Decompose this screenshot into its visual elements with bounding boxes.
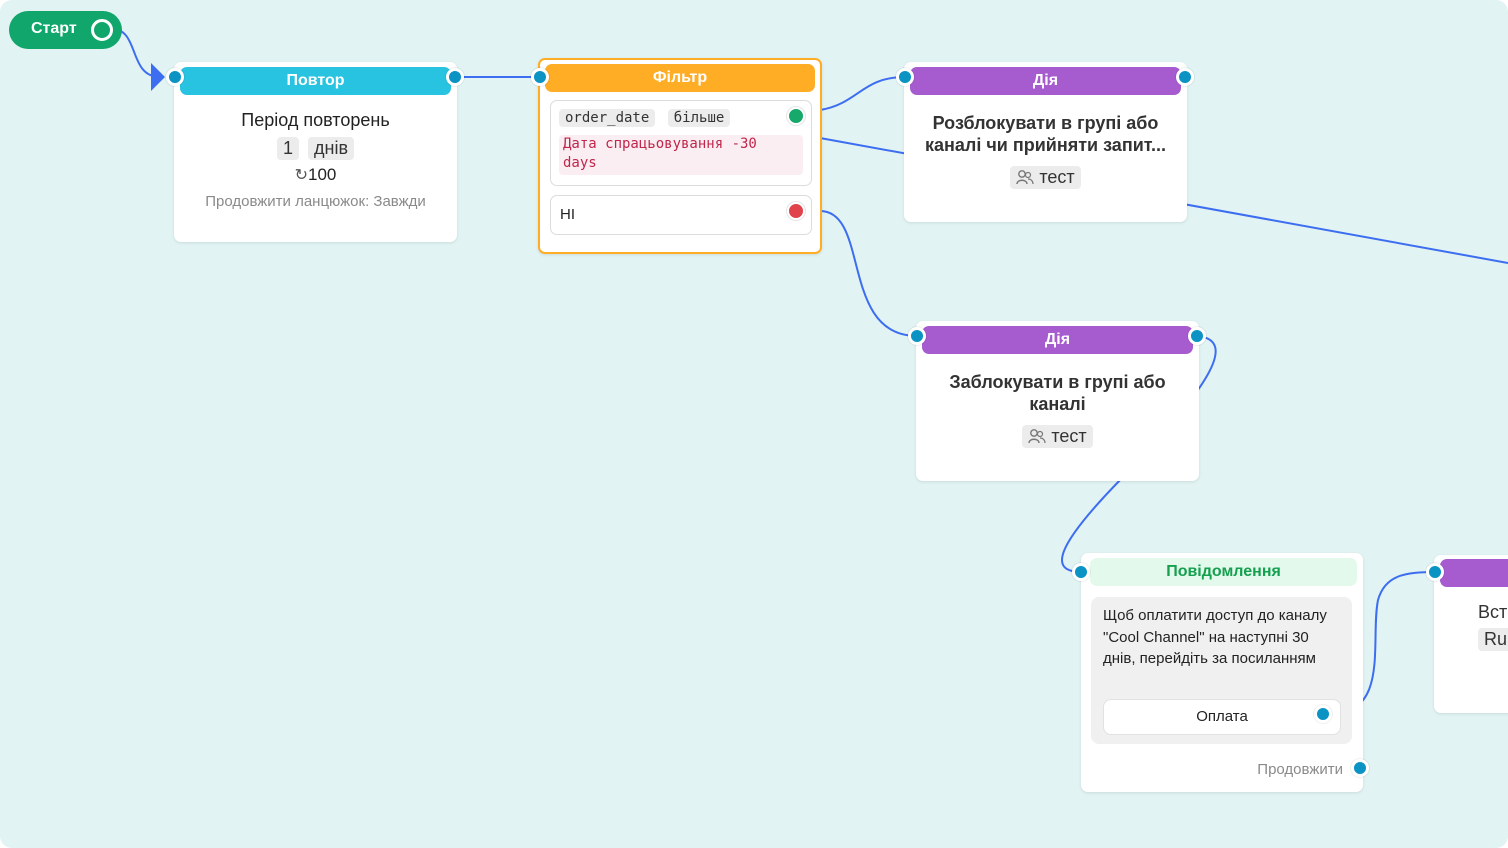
users-icon bbox=[1016, 167, 1034, 187]
partial-node-input-port[interactable] bbox=[1426, 563, 1444, 581]
filter-condition-row: order_date більше bbox=[559, 109, 731, 127]
edge-filter-action1 bbox=[819, 76, 906, 111]
message-header[interactable]: Повідомлення bbox=[1090, 558, 1357, 586]
start-port[interactable] bbox=[91, 19, 113, 41]
repeat-period-label: Період повторень bbox=[241, 110, 390, 130]
filter-condition-box[interactable]: order_date більше Дата спрацьовування -3… bbox=[550, 100, 812, 186]
users-icon bbox=[1028, 426, 1046, 446]
action1-title-line1: Розблокувати в групі або bbox=[932, 113, 1159, 133]
filter-operator: більше bbox=[667, 109, 731, 127]
message-input-port[interactable] bbox=[1072, 563, 1090, 581]
filter-node-header[interactable]: Фільтр bbox=[545, 64, 815, 92]
repeat-input-port[interactable] bbox=[166, 68, 184, 86]
action1-target-row: тест bbox=[904, 166, 1187, 189]
filter-input-port[interactable] bbox=[531, 68, 549, 86]
message-node[interactable]: Повідомлення Щоб оплатити доступ до кана… bbox=[1081, 553, 1363, 792]
filter-field: order_date bbox=[559, 109, 656, 127]
action2-title: Заблокувати в групі або каналі bbox=[916, 371, 1199, 415]
action2-target-row: тест bbox=[916, 425, 1199, 448]
action1-output-port[interactable] bbox=[1176, 68, 1194, 86]
action1-header-label: Дія bbox=[1032, 72, 1059, 89]
message-text: Щоб оплатити доступ до каналу "Cool Chan… bbox=[1103, 607, 1327, 667]
action-node-unblock[interactable]: Дія Розблокувати в групі або каналі чи п… bbox=[904, 62, 1187, 222]
message-payment-button[interactable]: Оплата bbox=[1103, 699, 1341, 735]
action1-header[interactable]: Дія bbox=[910, 67, 1181, 95]
filter-value-line1: Дата спрацьовування -30 bbox=[563, 136, 757, 152]
repeat-header-label: Повтор bbox=[286, 72, 345, 89]
filter-no-dot[interactable] bbox=[787, 202, 805, 220]
filter-else-label: НІ bbox=[560, 206, 575, 223]
repeat-continue-text: Продовжити ланцюжок: Завжди bbox=[205, 193, 426, 210]
repeat-interval-value: 1 bbox=[276, 137, 299, 160]
start-node[interactable]: Старт bbox=[9, 11, 122, 49]
repeat-output-port[interactable] bbox=[446, 68, 464, 86]
repeat-interval-unit: днів bbox=[308, 137, 355, 160]
message-continue-label: Продовжити bbox=[1257, 761, 1343, 778]
repeat-interval: 1 днів bbox=[174, 137, 457, 160]
action1-target: тест bbox=[1010, 166, 1081, 189]
filter-value-line2: days bbox=[563, 155, 597, 171]
action2-header-label: Дія bbox=[1044, 331, 1071, 348]
partial-action-node[interactable]: Вст Ru bbox=[1434, 555, 1508, 713]
action1-title: Розблокувати в групі або каналі чи прийн… bbox=[904, 112, 1187, 156]
filter-header-label: Фільтр bbox=[652, 69, 708, 86]
start-label: Старт bbox=[31, 20, 77, 37]
action2-target-label: тест bbox=[1051, 426, 1087, 446]
repeat-icon: ↻ bbox=[294, 167, 309, 184]
message-body[interactable]: Щоб оплатити доступ до каналу "Cool Chan… bbox=[1091, 597, 1352, 744]
message-payment-button-label: Оплата bbox=[1196, 708, 1248, 725]
filter-node[interactable]: Фільтр order_date більше Дата спрацьовув… bbox=[538, 58, 822, 254]
partial-node-tag: Ru bbox=[1478, 628, 1508, 651]
action2-input-port[interactable] bbox=[908, 327, 926, 345]
repeat-node[interactable]: Повтор Період повторень 1 днів ↻100 Прод… bbox=[174, 62, 457, 242]
action-node-block[interactable]: Дія Заблокувати в групі або каналі тест bbox=[916, 321, 1199, 481]
filter-yes-dot[interactable] bbox=[787, 107, 805, 125]
action1-input-port[interactable] bbox=[896, 68, 914, 86]
repeat-node-header[interactable]: Повтор bbox=[180, 67, 451, 95]
filter-value: Дата спрацьовування -30 days bbox=[559, 135, 803, 175]
action2-header[interactable]: Дія bbox=[922, 326, 1193, 354]
action2-target: тест bbox=[1022, 425, 1093, 448]
action2-title-line1: Заблокувати в групі або bbox=[949, 372, 1166, 392]
action1-title-line2: каналі чи прийняти запит... bbox=[924, 135, 1166, 155]
message-continue-port[interactable] bbox=[1351, 759, 1369, 777]
filter-else-box[interactable]: НІ bbox=[550, 195, 812, 235]
edge-filter-action2 bbox=[819, 210, 918, 337]
repeat-count-row: ↻100 bbox=[174, 165, 457, 185]
partial-node-header[interactable] bbox=[1440, 559, 1508, 587]
repeat-count: 100 bbox=[308, 165, 337, 184]
action2-title-line2: каналі bbox=[1029, 394, 1086, 414]
message-header-label: Повідомлення bbox=[1166, 563, 1281, 580]
arrow-marker-icon bbox=[151, 63, 165, 91]
action2-output-port[interactable] bbox=[1188, 327, 1206, 345]
message-button-port[interactable] bbox=[1314, 705, 1332, 723]
action1-target-label: тест bbox=[1039, 167, 1075, 187]
partial-node-text: Вст bbox=[1478, 602, 1508, 622]
